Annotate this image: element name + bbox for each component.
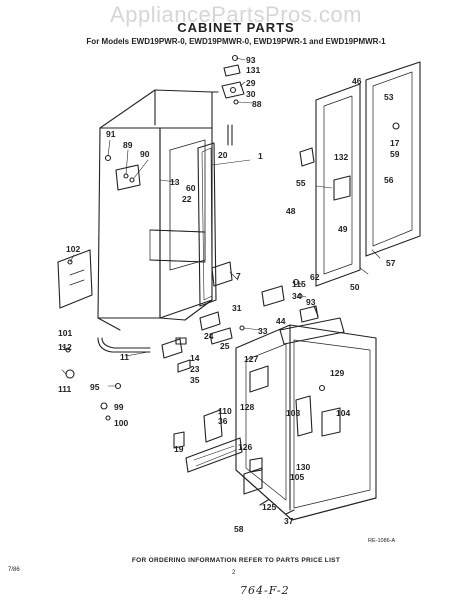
callout-125: 125 (262, 502, 276, 512)
callout-46: 46 (352, 76, 362, 86)
callout-20: 20 (218, 150, 228, 160)
door-stop-clip (299, 122, 400, 201)
callout-labels: 93 131 29 30 88 46 53 91 89 90 1 20 13 6… (58, 55, 400, 534)
callout-13: 13 (170, 177, 180, 187)
callout-132: 132 (334, 152, 348, 162)
callout-105: 105 (290, 472, 304, 482)
handwritten-note: 764-F-2 (240, 584, 290, 597)
callout-48: 48 (286, 206, 296, 216)
drain-pan-parts (161, 337, 191, 373)
callout-53: 53 (384, 92, 394, 102)
callout-99: 99 (114, 402, 124, 412)
callout-14: 14 (190, 353, 200, 363)
callout-91: 91 (106, 129, 116, 139)
callout-103: 103 (286, 408, 300, 418)
callout-50: 50 (350, 282, 360, 292)
center-hinge (211, 261, 233, 287)
callout-95: 95 (90, 382, 100, 392)
callout-115: 115 (292, 279, 306, 289)
lower-brackets (173, 409, 223, 449)
callout-129: 129 (330, 368, 344, 378)
callout-7: 7 (236, 271, 241, 281)
watermark: AppliancePartsPros.com (110, 2, 362, 27)
callout-30: 30 (246, 89, 256, 99)
callout-57: 57 (386, 258, 396, 268)
callout-88: 88 (252, 99, 262, 109)
drain-tube (65, 337, 151, 379)
small-parts-lower (249, 457, 295, 515)
upper-cabinet-shell (97, 89, 219, 331)
page-number: 2 (232, 570, 236, 576)
callout-34: 34 (292, 291, 302, 301)
door-gasket-left (315, 83, 361, 287)
callout-59: 59 (390, 149, 400, 159)
callout-104: 104 (336, 408, 350, 418)
callout-127: 127 (244, 354, 258, 364)
callout-29: 29 (246, 78, 256, 88)
callout-110: 110 (218, 406, 232, 416)
base-grille (185, 437, 243, 473)
callout-90: 90 (140, 149, 150, 159)
callout-101: 101 (58, 328, 72, 338)
callout-1: 1 (258, 151, 263, 161)
lower-cabinet-liner (235, 305, 377, 521)
callout-102: 102 (66, 244, 80, 254)
callout-25: 25 (220, 341, 230, 351)
diagram-code: RE-1086-A (368, 538, 396, 544)
callout-19: 19 (174, 444, 184, 454)
callout-56: 56 (384, 175, 394, 185)
hinge-shim (199, 311, 245, 345)
callout-17: 17 (390, 138, 400, 148)
callout-100: 100 (114, 418, 128, 428)
callout-55: 55 (296, 178, 306, 188)
liner-details (243, 365, 341, 495)
callout-33: 33 (258, 326, 268, 336)
callout-93b: 93 (306, 297, 316, 307)
callout-58: 58 (234, 524, 244, 534)
callout-37: 37 (284, 516, 294, 526)
callout-44: 44 (276, 316, 286, 326)
model-subtitle: For Models EWD19PWR-0, EWD19PMWR-0, EWD1… (86, 37, 386, 46)
date-code: 7/86 (8, 567, 20, 573)
page-title: CABINET PARTS (177, 20, 295, 35)
callout-60: 60 (186, 183, 196, 193)
callout-35: 35 (190, 375, 200, 385)
callout-112: 112 (58, 342, 72, 352)
left-kick-panel (57, 249, 93, 309)
callout-131: 131 (246, 65, 260, 75)
callout-89: 89 (123, 140, 133, 150)
ordering-note: FOR ORDERING INFORMATION REFER TO PARTS … (131, 557, 341, 564)
callout-22: 22 (182, 194, 192, 204)
callout-24: 24 (204, 331, 214, 341)
callout-130: 130 (296, 462, 310, 472)
door-gasket-right (365, 61, 421, 257)
callout-31: 31 (232, 303, 242, 313)
callout-93: 93 (246, 55, 256, 65)
callout-111: 111 (58, 384, 72, 394)
callout-62: 62 (310, 272, 320, 282)
callout-49: 49 (338, 224, 348, 234)
breaker-strip (197, 142, 217, 307)
callout-23: 23 (190, 364, 200, 374)
callout-128: 128 (240, 402, 254, 412)
top-hinge-assembly (221, 54, 245, 146)
callout-126: 126 (238, 442, 252, 452)
leader-lines (61, 57, 381, 387)
callout-11: 11 (120, 352, 129, 362)
side-bracket (104, 154, 141, 191)
callout-36: 36 (218, 416, 228, 426)
